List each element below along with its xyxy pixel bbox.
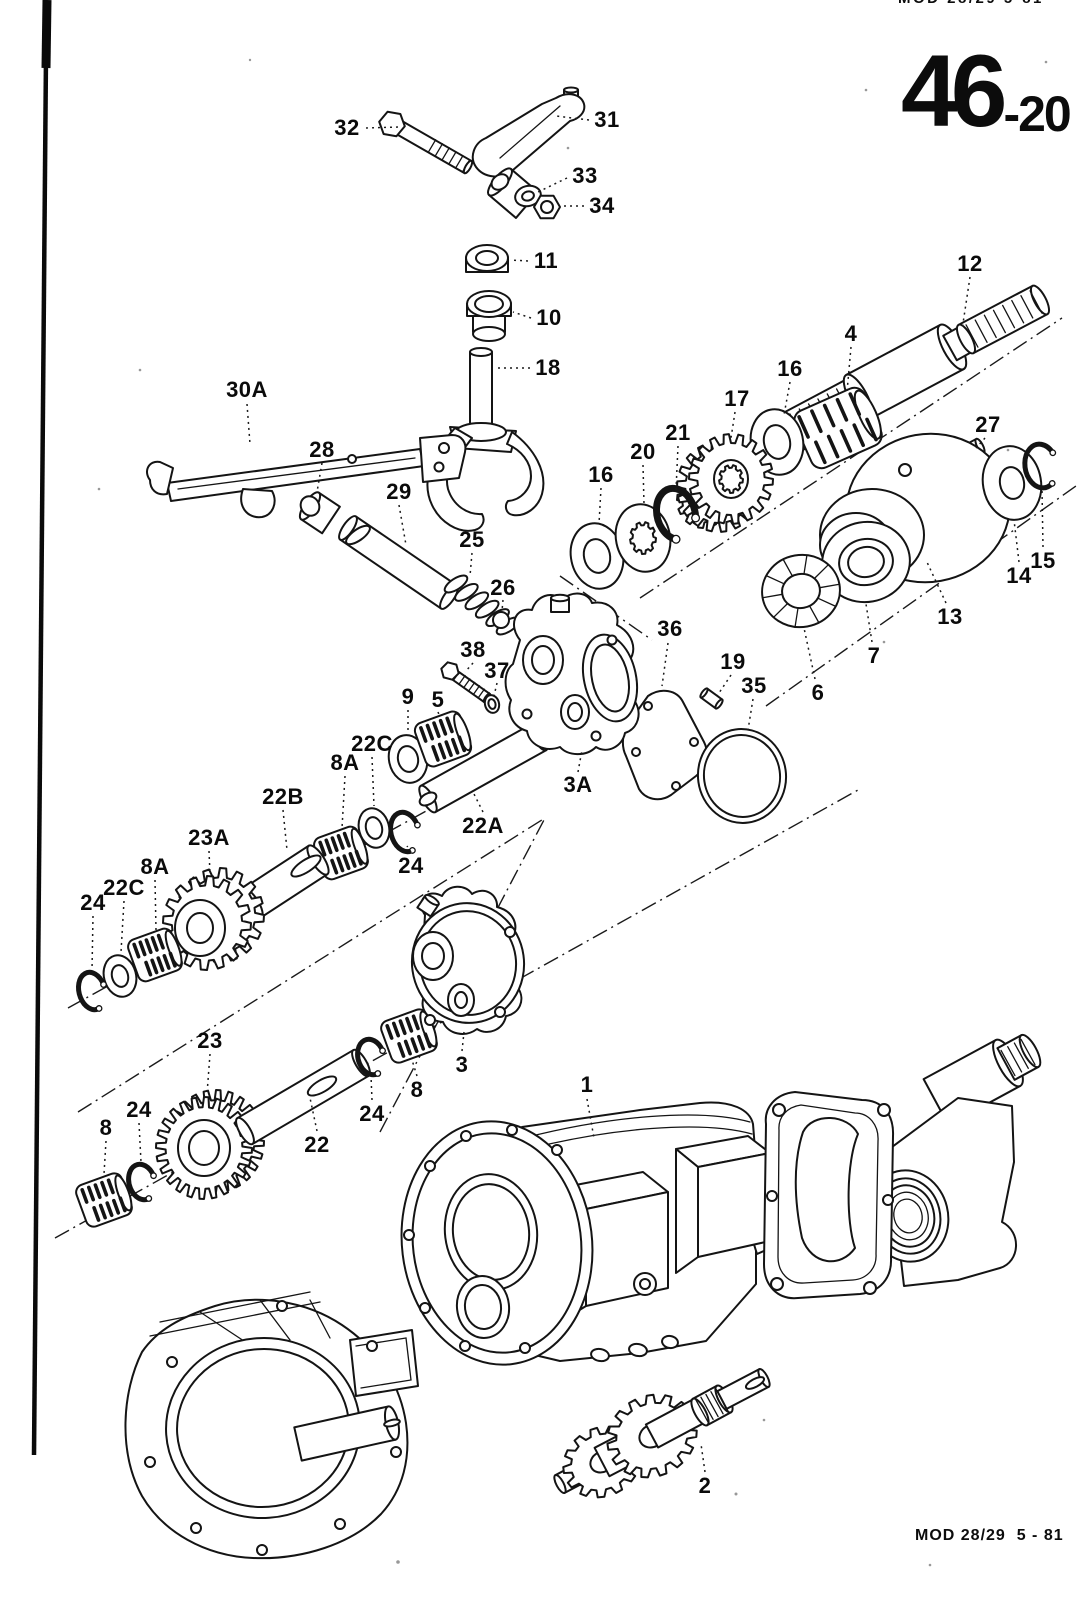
- part-label-24: 24: [80, 890, 106, 915]
- part-24-circlip-bottom-left: [126, 1161, 157, 1203]
- page-number-suffix: -20: [1003, 85, 1071, 142]
- part-3A-gear-carrier-housing: [504, 592, 640, 756]
- part-label-5: 5: [431, 687, 445, 712]
- part-label-7: 7: [867, 643, 881, 668]
- leader-lines: [91, 115, 1044, 1473]
- part-label-18: 18: [535, 355, 561, 380]
- part-2-output-shaft: [553, 1367, 771, 1499]
- part-1-transmission-case: [400, 1101, 781, 1366]
- part-label-16: 16: [588, 462, 614, 487]
- part-label-22B: 22B: [262, 784, 304, 809]
- part-6-ball-bearing: [761, 553, 841, 629]
- part-10-bushing: [466, 290, 512, 342]
- part-label-22C: 22C: [103, 875, 145, 900]
- part-label-4: 4: [844, 321, 858, 346]
- part-24-circlip-bottom-mid: [355, 1036, 386, 1078]
- part-28-bushing: [298, 491, 341, 535]
- part-label-21: 21: [665, 420, 691, 445]
- part-label-9: 9: [401, 684, 415, 709]
- part-4-needle-bearing: [793, 386, 883, 470]
- part-21-circlip: [653, 484, 701, 544]
- part-26-detent-ball: [492, 611, 510, 629]
- binding-edge: [31, 0, 52, 1456]
- part-label-28: 28: [309, 437, 335, 462]
- clutch-bell-housing: [124, 1291, 419, 1560]
- part-label-35: 35: [741, 673, 767, 698]
- part-36-gasket: [621, 689, 708, 801]
- part-label-12: 12: [957, 251, 983, 276]
- part-5-needle-bearing: [413, 710, 473, 768]
- top-edge-note-clipped: MOD 28/29 5-81: [898, 0, 1083, 11]
- part-label-2: 2: [698, 1473, 712, 1498]
- part-label-37: 37: [484, 658, 510, 683]
- part-8A-needle-bearing-left: [127, 927, 183, 983]
- part-label-27: 27: [975, 412, 1001, 437]
- part-23A-gear: [162, 867, 265, 971]
- part-label-17: 17: [724, 386, 750, 411]
- part-label-8: 8: [410, 1077, 424, 1102]
- page-number-main: 46: [901, 34, 1008, 148]
- part-19-roll-pin: [699, 687, 724, 710]
- part-label-34: 34: [589, 193, 615, 218]
- part-24-circlip-left: [76, 969, 107, 1013]
- part-23-gear: [155, 1089, 265, 1200]
- part-32-bolt: [378, 110, 474, 175]
- part-label-10: 10: [536, 305, 562, 330]
- part-label-20: 20: [630, 439, 656, 464]
- part-33-washer: [514, 184, 542, 208]
- part-label-25: 25: [459, 527, 485, 552]
- part-label-38: 38: [460, 637, 486, 662]
- part-16-thrust-washer-left: [569, 522, 625, 590]
- part-label-24: 24: [359, 1101, 385, 1126]
- footer-note: MOD 28/29 5 - 81: [915, 1527, 1064, 1544]
- part-label-33: 33: [572, 163, 598, 188]
- part-label-11: 11: [533, 248, 559, 273]
- part-label-13: 13: [937, 604, 963, 629]
- part-29-selector-rod: [338, 515, 459, 610]
- part-15-circlip: [1022, 441, 1057, 491]
- part-3-gear-carrier: [410, 885, 526, 1035]
- part-label-31: 31: [594, 107, 620, 132]
- part-label-23A: 23A: [188, 825, 230, 850]
- part-label-26: 26: [490, 575, 516, 600]
- part-label-23: 23: [197, 1028, 223, 1053]
- paper-speckles: [97, 58, 1048, 1567]
- part-label-22C: 22C: [351, 731, 393, 756]
- part-label-6: 6: [811, 680, 825, 705]
- part-label-24: 24: [398, 853, 424, 878]
- part-label-8A: 8A: [140, 854, 170, 879]
- part-22C-washer-upper: [357, 807, 391, 849]
- part-label-3A: 3A: [563, 772, 593, 797]
- part-label-36: 36: [657, 616, 683, 641]
- rear-extension-housing: [763, 1033, 1042, 1300]
- part-label-22A: 22A: [462, 813, 504, 838]
- part-label-1: 1: [580, 1072, 594, 1097]
- part-label-8A: 8A: [330, 750, 360, 775]
- part-label-19: 19: [720, 649, 746, 674]
- part-label-16: 16: [777, 356, 803, 381]
- part-label-32: 32: [334, 115, 360, 140]
- part-11-seal-ring: [465, 244, 509, 273]
- part-35-o-ring: [696, 728, 788, 824]
- part-label-14: 14: [1006, 563, 1032, 588]
- part-label-3: 3: [455, 1052, 469, 1077]
- part-label-30A: 30A: [226, 377, 268, 402]
- part-34-nut: [533, 194, 561, 220]
- part-22C-washer-left: [102, 954, 138, 998]
- part-label-24: 24: [126, 1097, 152, 1122]
- part-8-needle-bearing-bottom-left: [75, 1172, 133, 1228]
- part-label-15: 15: [1030, 548, 1056, 573]
- top-edge-note-text: MOD 28/29 5-81: [898, 0, 1083, 7]
- part-label-8: 8: [99, 1115, 113, 1140]
- part-label-22: 22: [304, 1132, 330, 1157]
- part-9-cap-disc: [387, 734, 429, 784]
- part-24-circlip-mid: [388, 809, 421, 855]
- part-37-ring: [483, 694, 501, 714]
- part-30A-bracket: [146, 434, 467, 519]
- part-label-29: 29: [386, 479, 412, 504]
- page-number: 46-20: [901, 34, 1072, 148]
- part-22-shaft: [235, 1048, 371, 1146]
